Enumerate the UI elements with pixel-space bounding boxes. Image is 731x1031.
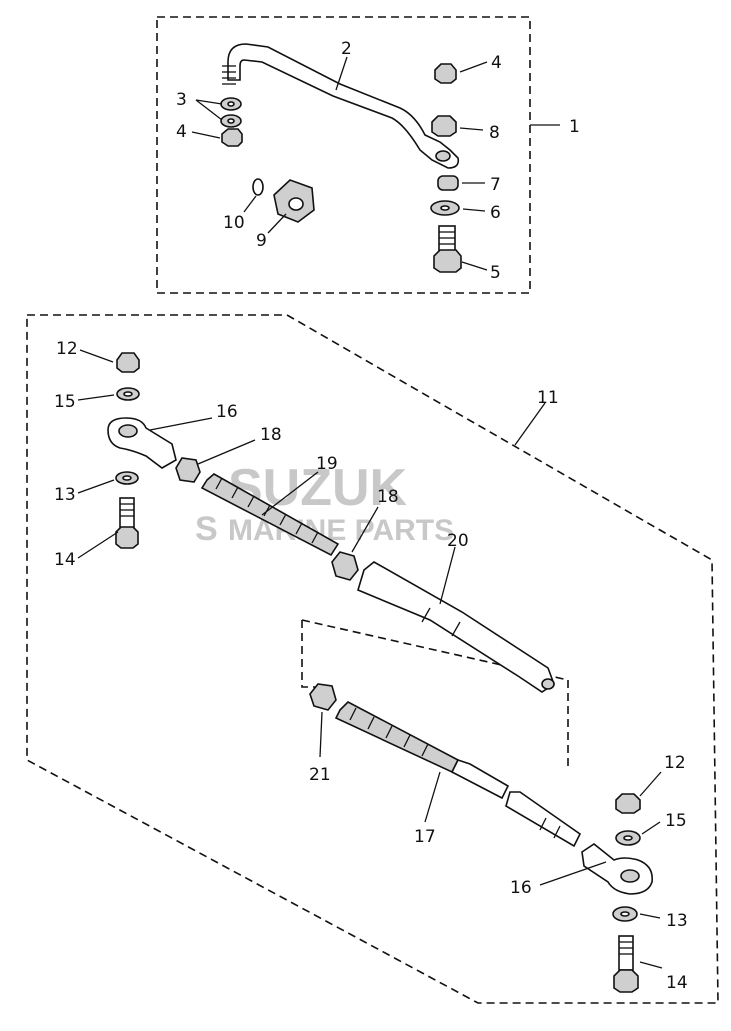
washer-part-15-upper bbox=[116, 387, 140, 401]
washers-part-3 bbox=[220, 97, 242, 128]
washer-part-6 bbox=[430, 200, 460, 216]
tube-part-20 bbox=[357, 561, 555, 693]
callout-13-upper: 13 bbox=[54, 485, 76, 505]
threaded-shaft-part-17 bbox=[334, 701, 582, 848]
callout-4-left: 4 bbox=[176, 122, 187, 142]
collar-part-7 bbox=[437, 175, 459, 191]
callout-14-upper: 14 bbox=[54, 550, 76, 570]
jam-nut-part-18-upper bbox=[175, 457, 201, 483]
jam-nut-part-18-lower bbox=[331, 551, 359, 581]
rod-end-part-16-lower bbox=[581, 843, 654, 895]
group-11-box bbox=[26, 314, 719, 1004]
callout-3: 3 bbox=[176, 90, 187, 110]
group-11-leader bbox=[514, 402, 546, 446]
bolt-part-5 bbox=[433, 225, 462, 273]
o-ring-part-10 bbox=[252, 178, 264, 196]
callout-11: 11 bbox=[537, 388, 559, 408]
nut-part-12-upper bbox=[116, 352, 140, 373]
threaded-rod-part-19 bbox=[200, 473, 340, 557]
group-1-box bbox=[156, 16, 531, 294]
nut-part-4-left bbox=[221, 128, 243, 147]
callout-5: 5 bbox=[490, 263, 501, 283]
callout-16-upper: 16 bbox=[216, 402, 238, 422]
callout-10: 10 bbox=[223, 213, 245, 233]
callout-16-lower: 16 bbox=[510, 878, 532, 898]
washer-part-13-upper bbox=[115, 471, 139, 485]
callout-12-upper: 12 bbox=[56, 339, 78, 359]
callout-21: 21 bbox=[309, 765, 331, 785]
nut-part-4-right bbox=[434, 63, 457, 84]
callout-19: 19 bbox=[316, 454, 338, 474]
callout-6: 6 bbox=[490, 203, 501, 223]
callout-4-right: 4 bbox=[491, 53, 502, 73]
callout-15-upper: 15 bbox=[54, 392, 76, 412]
callout-8: 8 bbox=[489, 123, 500, 143]
callout-13-lower: 13 bbox=[666, 911, 688, 931]
callout-1: 1 bbox=[569, 117, 580, 137]
callout-labels: 1 2 3 4 4 5 6 7 8 9 10 11 12 12 13 13 14… bbox=[54, 39, 688, 993]
callout-7: 7 bbox=[490, 175, 501, 195]
bolt-part-14-upper bbox=[115, 497, 139, 549]
watermark-logo: S bbox=[195, 510, 218, 548]
sleeve-part-9 bbox=[273, 179, 315, 223]
bolt-part-14-lower bbox=[613, 935, 639, 993]
callout-20: 20 bbox=[447, 531, 469, 551]
callout-18-upper: 18 bbox=[260, 425, 282, 445]
callout-15-lower: 15 bbox=[665, 811, 687, 831]
group-11-leaders bbox=[77, 349, 663, 969]
callout-2: 2 bbox=[341, 39, 352, 59]
nut-part-8 bbox=[431, 115, 457, 137]
rod-end-part-16-upper bbox=[107, 417, 177, 469]
washer-part-13-lower bbox=[612, 906, 638, 922]
callout-12-lower: 12 bbox=[664, 753, 686, 773]
callout-9: 9 bbox=[256, 231, 267, 251]
callout-17: 17 bbox=[414, 827, 436, 847]
group-1-leaders bbox=[191, 56, 488, 271]
nut-part-12-lower bbox=[615, 793, 641, 814]
callout-14-lower: 14 bbox=[666, 973, 688, 993]
sub-group-bracket-left bbox=[301, 620, 326, 688]
washer-part-15-lower bbox=[615, 830, 641, 846]
callout-18-lower: 18 bbox=[377, 487, 399, 507]
nut-part-21 bbox=[309, 683, 337, 711]
drag-link-part-2 bbox=[222, 43, 460, 169]
